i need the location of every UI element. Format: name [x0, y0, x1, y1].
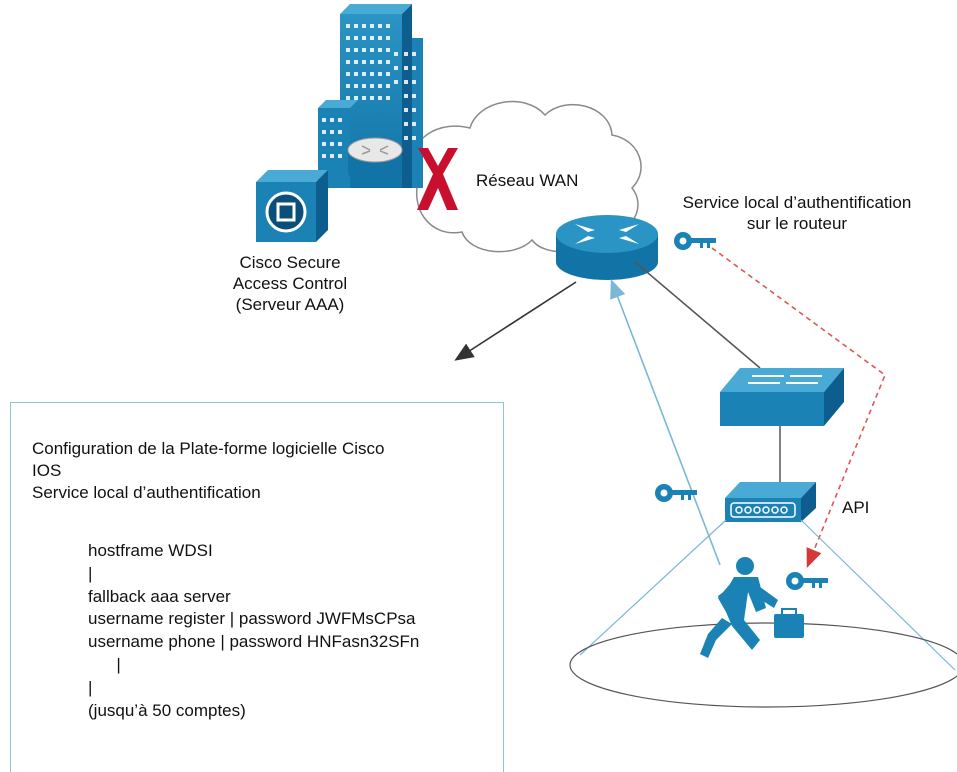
local-auth-service-label-line: Service local d’authentification	[682, 193, 912, 212]
aaa-server-label-line: Cisco Secure	[239, 253, 341, 272]
key-icon	[655, 484, 697, 502]
config-title-line: Configuration de la Plate-forme logiciel…	[32, 439, 385, 458]
acs-server-icon	[256, 170, 328, 242]
key-icon	[786, 572, 828, 590]
cloud-icon	[413, 100, 642, 253]
api-label: API	[842, 498, 870, 517]
local-auth-service-label-line: sur le routeur	[746, 214, 848, 233]
router-icon	[556, 215, 658, 280]
local-auth-service-label: Service local d’authentification sur le …	[652, 192, 942, 234]
key-icon	[674, 232, 716, 250]
config-title-line: Service local d’authentification	[32, 483, 261, 502]
config-title-line: IOS	[32, 461, 62, 480]
config-panel	[10, 402, 504, 772]
config-line: username phone | password HNFasn32SFn	[88, 632, 420, 652]
config-line: (jusqu’à 50 comptes)	[88, 700, 246, 720]
aaa-server-label: Cisco Secure Access Control (Serveur AAA…	[210, 252, 370, 315]
local-auth-dashed-arrow	[711, 247, 886, 568]
config-line: hostframe WDSI	[88, 541, 213, 560]
config-arrow	[454, 281, 577, 361]
config-line: |	[88, 563, 93, 583]
config-title: Configuration de la Plate-forme logiciel…	[32, 438, 482, 504]
wan-label: Réseau WAN	[476, 171, 579, 190]
config-line: |	[88, 677, 93, 697]
user-icon	[700, 557, 804, 658]
aaa-server-label-line: (Serveur AAA)	[235, 295, 345, 314]
failure-x-icon	[417, 148, 458, 210]
config-commands: hostframe WDSI | fallback aaa server use…	[88, 540, 419, 722]
auth-request-arrow	[610, 279, 721, 566]
access-point-icon	[725, 482, 816, 522]
config-line: username register | password JWFMsCPsa	[88, 609, 416, 629]
aaa-server-label-line: Access Control	[232, 274, 348, 293]
router-icon	[347, 137, 403, 184]
switch-icon	[720, 368, 844, 426]
coverage-area	[569, 519, 957, 708]
router-switch-link	[634, 261, 761, 369]
config-line: |	[88, 654, 121, 674]
config-line: fallback aaa server	[88, 586, 231, 606]
